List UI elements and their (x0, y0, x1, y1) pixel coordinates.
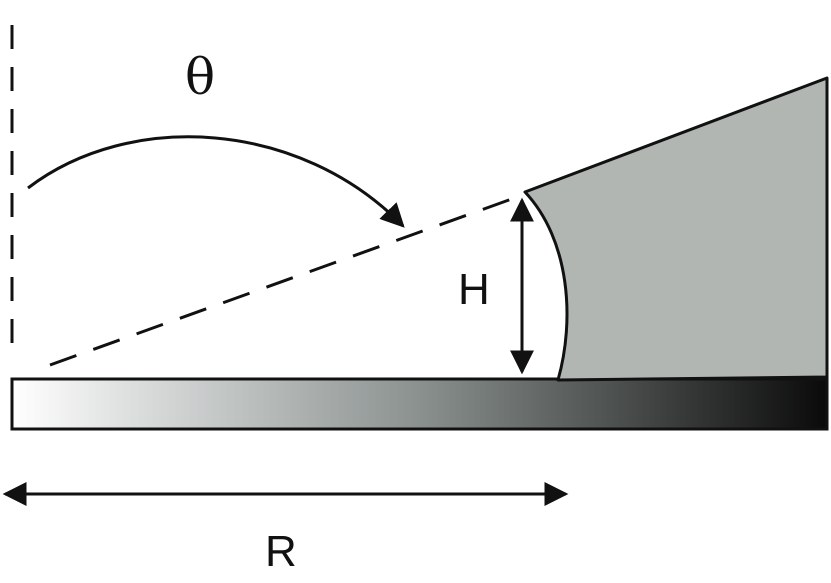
angle-arrow (27, 135, 405, 228)
angle-label: θ (185, 48, 216, 106)
wedge-body (523, 76, 829, 382)
radius-label: R (265, 527, 297, 576)
substrate-plate (10, 377, 829, 431)
height-label: H (458, 265, 490, 314)
inclined-dashed-line (49, 194, 521, 367)
